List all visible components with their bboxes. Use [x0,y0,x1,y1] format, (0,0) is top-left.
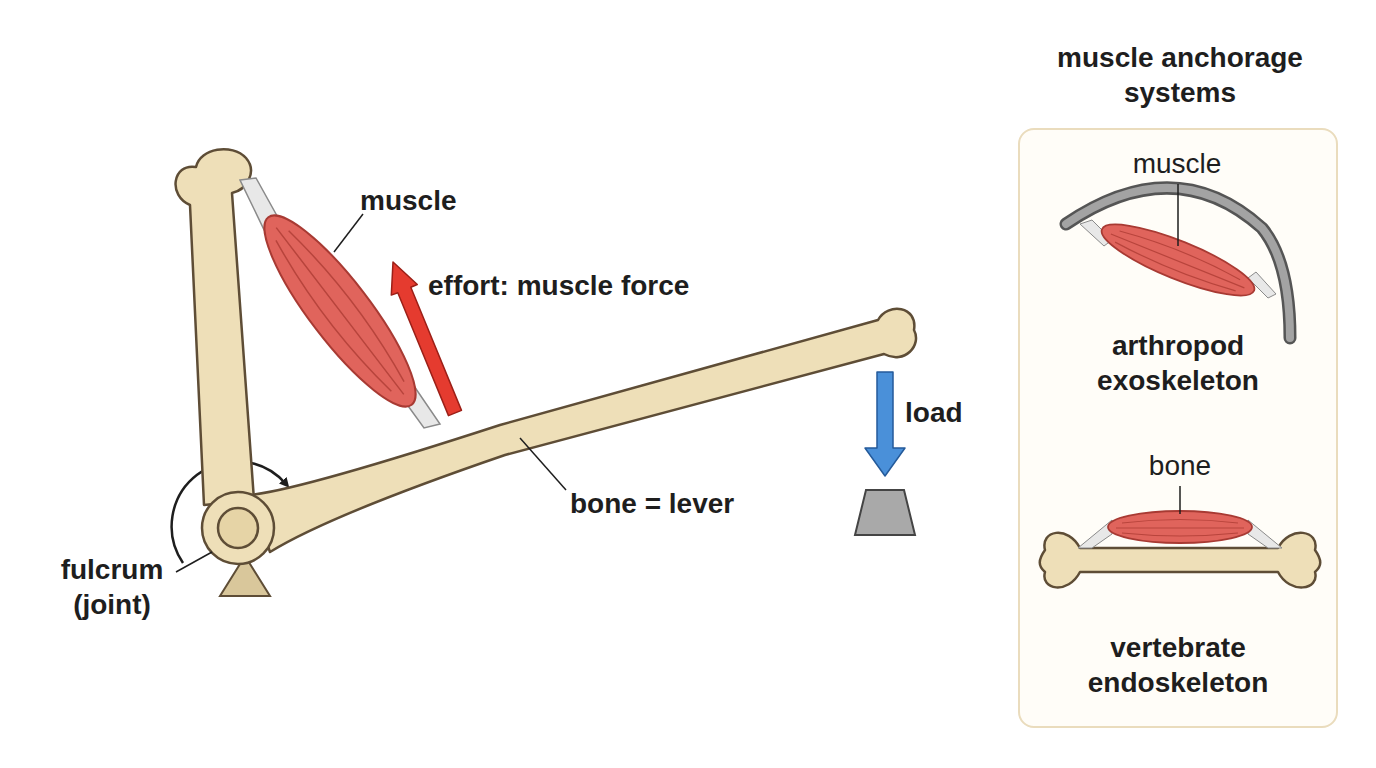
part-label: muscle [1107,146,1247,181]
load-arrow [865,372,905,476]
leader-line [176,552,212,572]
part-label: fulcrum (joint) [47,552,177,622]
caption-label: arthropod exoskeleton [1058,328,1298,398]
part-label: bone [1130,448,1230,483]
upper-bone [176,149,254,505]
load-weight [855,490,915,535]
part-label: bone = lever [570,486,770,521]
muscle-shape [1108,511,1252,543]
part-label: muscle [360,183,500,218]
force-label: effort: muscle force [428,268,728,303]
force-label: load [905,395,995,430]
endo-muscle [1108,511,1252,543]
leader-line [1177,184,1179,246]
joint-outer [202,492,274,564]
leader-line [334,214,363,252]
joint-inner [218,508,258,548]
panel-heading: muscle anchorage systems [1030,40,1330,110]
leader-line [520,438,566,490]
leader-line [1179,486,1181,514]
muscle-fibres [264,218,415,403]
muscle-fibres [1116,520,1244,537]
caption-label: vertebrate endoskeleton [1058,630,1298,700]
